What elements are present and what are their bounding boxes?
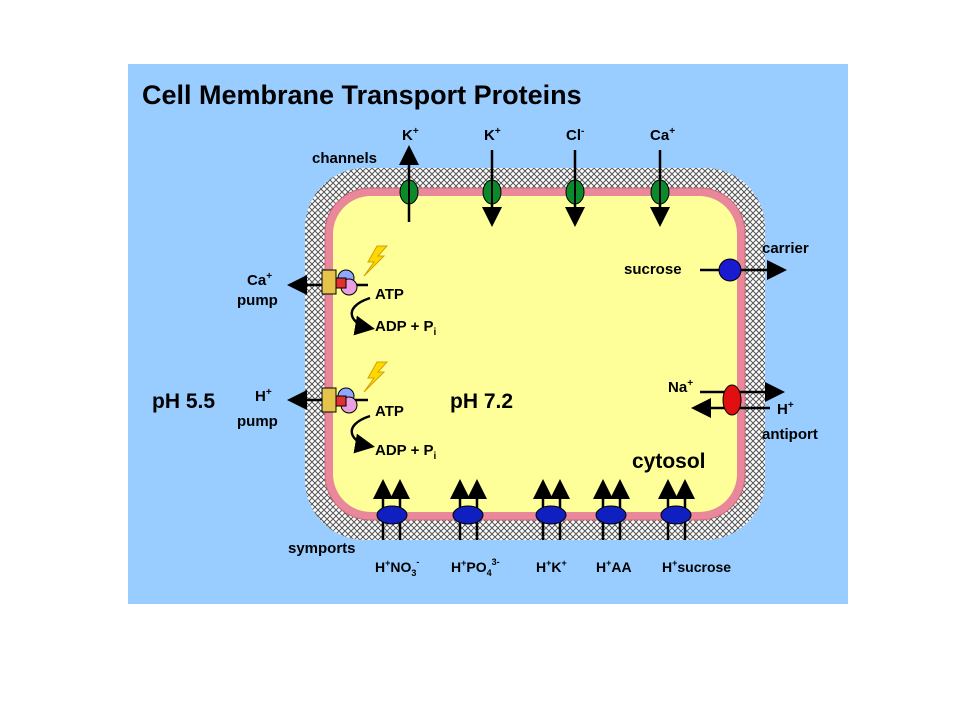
ph-inside-label: pH 7.2 [450, 390, 513, 413]
symport-sucrose: H+sucrose [658, 479, 731, 575]
cytosol-area [333, 196, 737, 512]
carrier-protein [718, 258, 742, 282]
diagram-title: Cell Membrane Transport Proteins [142, 80, 582, 110]
pump-protein [335, 277, 347, 289]
h-pump-atp-label: ATP [375, 403, 404, 420]
h-pump-adp-label: ADP + Pi [375, 442, 437, 462]
symport-label: H+K+ [536, 558, 567, 575]
channel-ion-label: K+ [484, 126, 501, 144]
symport-label: H+NO3- [375, 557, 419, 578]
ca-pump: Ca+ pump ATP ADP + Pi [237, 245, 437, 338]
lightning-icon [363, 245, 389, 277]
symport-label: H+PO43- [451, 557, 500, 578]
ca-pump-word-label: pump [237, 292, 278, 309]
antiport-h-label: H+ [777, 400, 794, 418]
channel-ion-label: Ca+ [650, 126, 675, 144]
atp-curve-arrow [350, 414, 375, 454]
h-pump-ion-label: H+ [255, 387, 272, 405]
symport-protein [535, 505, 567, 525]
h-pump-word-label: pump [237, 413, 278, 430]
pump-protein [321, 269, 337, 295]
symport-label: H+sucrose [662, 558, 731, 575]
ca-pump-adp-label: ADP + Pi [375, 318, 437, 338]
lightning-icon [363, 361, 389, 393]
symport-po4: H+PO43- [450, 479, 500, 578]
channel-ion-label: K+ [402, 126, 419, 144]
antiport-label: antiport [762, 426, 818, 443]
ca-pump-ion-label: Ca+ [247, 271, 272, 289]
symport-protein [660, 505, 692, 525]
sucrose-carrier: carrier sucrose [624, 240, 809, 282]
ph-outside-label: pH 5.5 [152, 390, 215, 413]
pump-protein [335, 395, 347, 407]
channels-label: channels [312, 150, 377, 167]
carrier-label: carrier [762, 240, 809, 257]
h-pump: H+ pump ATP ADP + Pi [237, 361, 437, 462]
symport-no3: H+NO3- [373, 479, 419, 578]
antiport-na-label: Na+ [668, 378, 693, 396]
channel-cl: Cl- [565, 126, 585, 227]
cytosol-label: cytosol [632, 450, 706, 473]
symport-protein [595, 505, 627, 525]
carrier-sucrose-label: sucrose [624, 261, 682, 278]
na-h-antiport: Na+ H+ antiport [668, 378, 818, 443]
channel-ca: Ca+ [650, 126, 675, 227]
symport-k: H+K+ [533, 479, 570, 575]
pump-protein [321, 387, 337, 413]
symport-protein [376, 505, 408, 525]
channel-k-2: K+ [482, 126, 502, 227]
channel-k-1: K+ [399, 126, 419, 222]
atp-curve-arrow [350, 296, 375, 336]
antiport-protein [722, 384, 742, 416]
symports-label: symports [288, 540, 356, 557]
symport-aa: H+AA [593, 479, 632, 575]
symport-label: H+AA [596, 558, 632, 575]
ca-pump-atp-label: ATP [375, 286, 404, 303]
symport-protein [452, 505, 484, 525]
channel-ion-label: Cl- [566, 126, 584, 144]
